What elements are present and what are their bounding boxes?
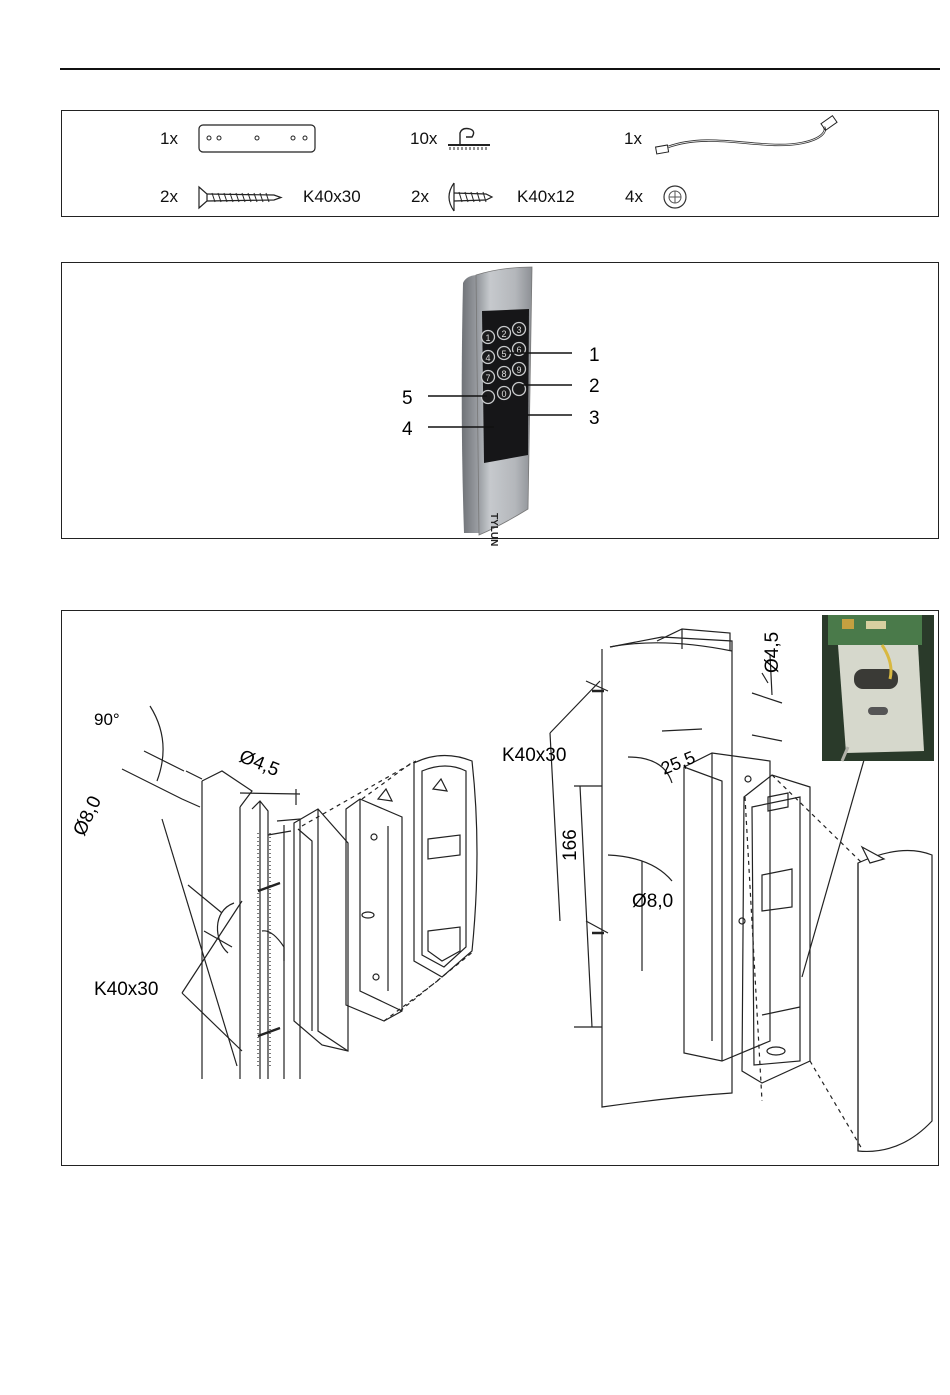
- label-height: 166: [560, 829, 581, 861]
- header-rule: [60, 68, 940, 70]
- right-assembly-lines: [745, 775, 862, 1149]
- key-8[interactable]: 8: [498, 367, 511, 380]
- svg-text:5: 5: [501, 349, 506, 359]
- right-cover: [858, 851, 932, 1152]
- label-screw-left: K40x30: [94, 979, 158, 1000]
- height-dimension: [574, 786, 602, 1027]
- callout-3: 3: [589, 408, 600, 429]
- parts-list-box: 1x 10x 1x 2x K40x30 2x K40x12 4x: [61, 110, 939, 217]
- key-0[interactable]: 0: [498, 387, 511, 400]
- svg-text:9: 9: [516, 365, 521, 375]
- left-base-plate: [346, 799, 402, 1021]
- key-left-function[interactable]: [482, 391, 495, 404]
- right-screw-leaders: [550, 681, 600, 921]
- key-9[interactable]: 9: [513, 363, 526, 376]
- angle-arc: [150, 706, 163, 781]
- keypad-brand: TYLUN: [488, 513, 499, 546]
- label-drill-left: Ø8,0: [69, 793, 105, 839]
- right-drill-marks: [608, 757, 672, 881]
- key-4[interactable]: 4: [482, 351, 495, 364]
- installation-drawings: 90° Ø8,0 Ø4,5 K40x30: [62, 611, 940, 1167]
- wiring-photo-inset: [822, 615, 934, 761]
- svg-text:1: 1: [485, 333, 490, 343]
- callout-5: 5: [402, 388, 413, 409]
- callout-2: 2: [589, 376, 600, 397]
- left-screw-leaders: [182, 901, 242, 1051]
- label-angle: 90°: [94, 710, 120, 729]
- left-mounting-plate: [294, 809, 348, 1051]
- photo-leader: [802, 753, 866, 977]
- right-mounting-plate: [742, 775, 810, 1083]
- spacing-dimension: [662, 693, 782, 741]
- svg-text:4: 4: [485, 353, 490, 363]
- left-anchors: [188, 885, 232, 947]
- label-spacing: 25,5: [658, 747, 698, 779]
- left-frame-profile: [202, 771, 300, 1079]
- svg-text:0: 0: [501, 389, 506, 399]
- label-hole-left: Ø4,5: [236, 746, 282, 781]
- keypad-illustration: TYLUN 1 2 3 4 5 6 7 8 9 0 1 2 3 4 5: [62, 263, 940, 540]
- installation-box: 90° Ø8,0 Ø4,5 K40x30: [61, 610, 939, 1166]
- right-screws: [586, 681, 608, 933]
- label-drill-right: Ø8,0: [632, 891, 673, 912]
- callout-4: 4: [402, 419, 413, 440]
- label-screw-right: K40x30: [502, 745, 566, 766]
- key-3[interactable]: 3: [513, 323, 526, 336]
- svg-text:3: 3: [516, 325, 521, 335]
- cap-icon: [62, 111, 940, 218]
- key-1[interactable]: 1: [482, 331, 495, 344]
- label-hole-right: Ø4,5: [762, 632, 783, 673]
- svg-text:2: 2: [501, 329, 506, 339]
- key-2[interactable]: 2: [498, 327, 511, 340]
- left-wall-edge: [162, 819, 237, 1066]
- left-hole-dimension: [240, 789, 300, 805]
- keypad-overview-box: TYLUN 1 2 3 4 5 6 7 8 9 0 1 2 3 4 5: [61, 262, 939, 539]
- svg-text:7: 7: [485, 373, 490, 383]
- callout-1: 1: [589, 345, 600, 366]
- key-7[interactable]: 7: [482, 371, 495, 384]
- svg-text:8: 8: [501, 369, 506, 379]
